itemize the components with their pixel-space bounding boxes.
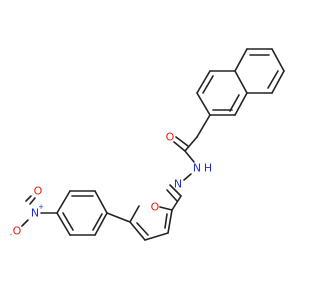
bond [56,190,71,214]
bond [196,92,211,116]
bonds [21,48,285,241]
bond-double [92,213,103,231]
bond [169,184,182,197]
bond-double [62,212,74,231]
bond [175,136,189,147]
bond [166,189,178,202]
bond [173,141,186,152]
nitro-oxygen-charge: - [10,231,13,239]
bond [25,195,32,202]
bond [129,221,146,241]
bond-double [267,70,279,89]
bond [183,173,192,181]
nitro-oxygen-top-label: O [34,185,43,198]
bond [29,197,36,205]
atom-labels: O N H N O N + O - O [10,131,212,240]
bond [144,232,169,241]
bond [129,205,140,223]
amide-nitrogen-label: N [193,162,201,175]
carbonyl-oxygen-label: O [166,131,175,144]
bond [196,70,211,94]
nitro-oxygen-label: O [13,225,22,238]
amide-hydrogen-label: H [204,162,212,175]
bond [21,219,29,227]
bond [106,212,131,223]
bond [234,70,248,94]
molecule-diagram: O N H N O N + O - O [10,48,285,241]
bond [234,48,248,72]
bond-double [229,94,240,112]
bond [271,70,285,94]
bond-double [136,222,149,236]
bond [56,212,71,236]
bond [184,150,195,163]
bond [196,114,211,138]
bond [94,212,108,236]
bond [94,190,108,214]
bond [167,209,173,234]
nitro-nitrogen-charge: + [38,203,44,211]
bond [234,92,248,116]
furan-oxygen-label: O [151,201,160,214]
bond [271,48,285,72]
bond-double [202,75,214,94]
bond [171,195,182,211]
bond-double [164,213,168,229]
bond [184,136,198,152]
bond [159,206,173,211]
nitro-nitrogen-label: N [31,207,39,220]
imine-nitrogen-label: N [174,178,182,191]
structure-drawing: O N H N O N + O - O [10,48,285,241]
